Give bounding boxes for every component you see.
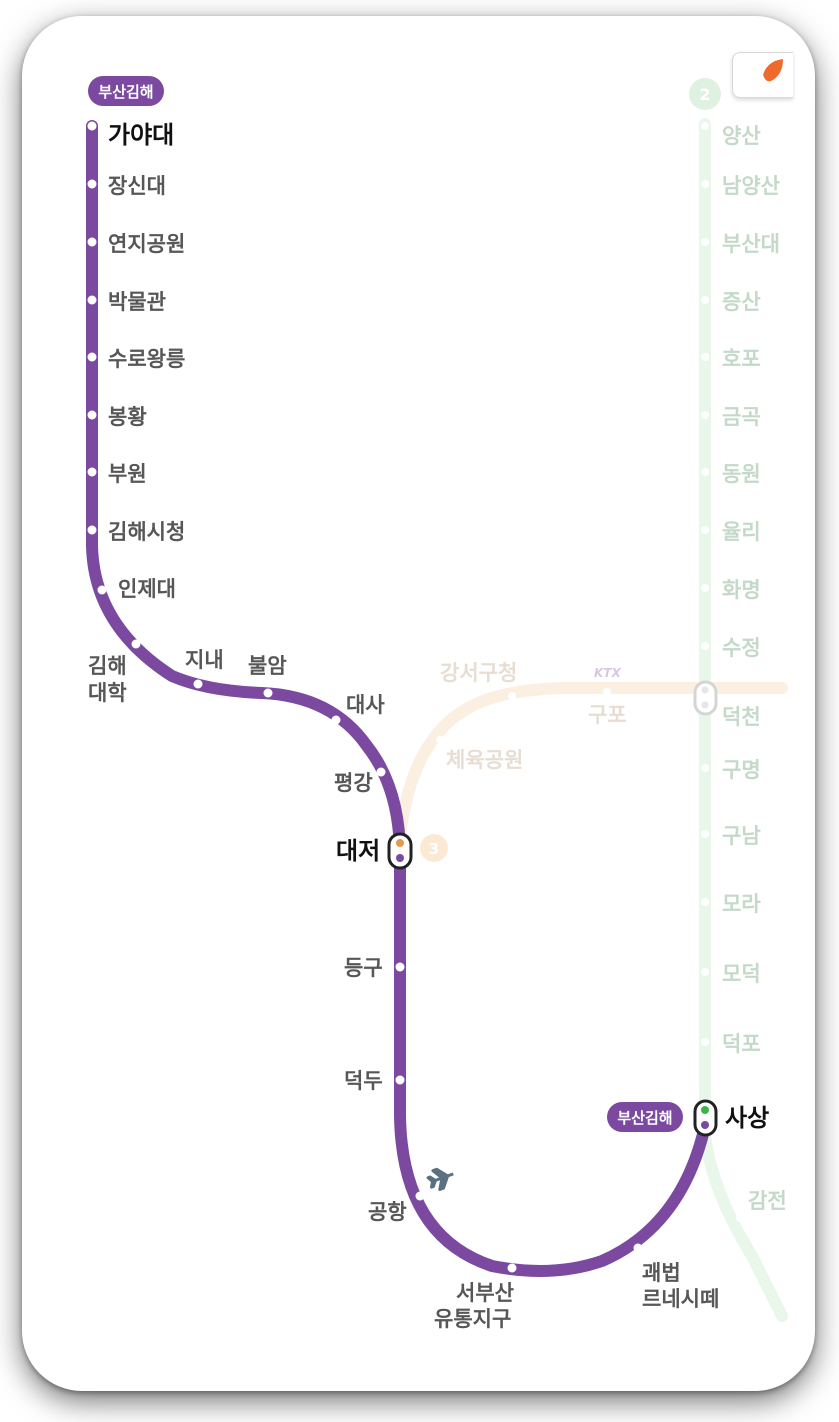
svg-text:3: 3 <box>429 840 439 858</box>
station-dot <box>395 962 405 972</box>
station-label[interactable]: 남양산 <box>722 174 780 198</box>
station-label[interactable]: 김해 <box>88 654 127 678</box>
station-label[interactable]: 양산 <box>722 124 761 148</box>
station-label[interactable]: 호포 <box>722 347 761 371</box>
station-label[interactable]: 강서구청 <box>440 661 517 685</box>
station-dot <box>87 121 97 131</box>
station-dot <box>193 679 203 689</box>
station-label[interactable]: 체육공원 <box>446 748 523 772</box>
station-dot <box>87 410 97 420</box>
airplane-icon <box>426 1167 454 1191</box>
station-label[interactable]: 괘법 <box>642 1261 681 1285</box>
station-label[interactable]: 사상 <box>725 1104 769 1132</box>
line-2-badge: 2 <box>689 78 721 110</box>
station-label[interactable]: 부원 <box>108 462 147 486</box>
station-label[interactable]: 금곡 <box>722 405 761 429</box>
station-label[interactable]: 율리 <box>722 520 761 544</box>
map-card: 부산김해 2 3 <box>22 16 815 1391</box>
station-dot <box>395 1075 405 1085</box>
corner-button[interactable] <box>732 52 793 98</box>
station-label[interactable]: 수정 <box>722 636 761 660</box>
station-label[interactable]: 르네시떼 <box>642 1287 719 1311</box>
station-label[interactable]: 지내 <box>185 648 224 672</box>
transfer-sasang[interactable] <box>693 1099 718 1137</box>
busan-gimhae-line-track <box>86 120 711 1277</box>
station-label[interactable]: 부산대 <box>722 232 780 256</box>
station-label[interactable]: 박물관 <box>108 290 166 314</box>
station-dot <box>331 715 341 725</box>
station-label[interactable]: 등구 <box>344 956 383 980</box>
route-map[interactable]: 부산김해 2 3 <box>22 16 815 1391</box>
station-dot <box>131 639 141 649</box>
station-dot <box>633 1243 643 1253</box>
station-label[interactable]: 덕두 <box>344 1069 383 1093</box>
line-badge-top: 부산김해 <box>88 76 164 106</box>
line-badge-bottom: 부산김해 <box>607 1102 683 1132</box>
station-label[interactable]: 대저 <box>336 837 380 865</box>
station-label[interactable]: 구포 <box>588 703 627 727</box>
station-label[interactable]: 덕포 <box>722 1032 761 1056</box>
station-dot <box>87 179 97 189</box>
station-dot <box>507 1263 517 1273</box>
svg-text:부산김해: 부산김해 <box>617 1109 672 1127</box>
station-label[interactable]: 인제대 <box>118 577 176 601</box>
station-label[interactable]: 김해시청 <box>108 520 185 544</box>
station-label[interactable]: 불암 <box>248 654 287 678</box>
station-label[interactable]: 평강 <box>334 771 373 795</box>
svg-text:부산김해: 부산김해 <box>98 83 153 101</box>
station-dot <box>87 525 97 535</box>
line-3-badge: 3 <box>420 834 448 862</box>
station-label[interactable]: 구명 <box>722 758 761 782</box>
station-label[interactable]: 유통지구 <box>434 1307 511 1331</box>
svg-text:2: 2 <box>699 85 710 104</box>
station-label[interactable]: 모라 <box>722 892 761 916</box>
station-label[interactable]: 연지공원 <box>108 232 185 256</box>
station-label[interactable]: 감전 <box>748 1189 787 1213</box>
station-dot <box>87 295 97 305</box>
station-label[interactable]: 가야대 <box>108 121 174 149</box>
station-label[interactable]: 서부산 <box>456 1281 514 1305</box>
station-label[interactable]: 봉황 <box>108 405 147 429</box>
transfer-daejeo[interactable] <box>387 832 413 870</box>
station-dot <box>376 767 386 777</box>
station-dot <box>415 1191 425 1201</box>
station-label[interactable]: 모덕 <box>722 962 761 986</box>
station-label[interactable]: 구남 <box>722 824 761 848</box>
transfer-deokcheon[interactable] <box>693 680 718 716</box>
station-label[interactable]: 수로왕릉 <box>108 347 185 371</box>
station-label[interactable]: 덕천 <box>722 705 761 729</box>
station-label[interactable]: 증산 <box>722 290 761 314</box>
station-dot <box>263 688 273 698</box>
station-dot <box>87 237 97 247</box>
line-2-dots <box>436 122 744 1222</box>
station-label[interactable]: 대사 <box>346 693 385 717</box>
line-3-track <box>394 682 788 842</box>
station-dots <box>87 121 643 1273</box>
station-label[interactable]: 공항 <box>368 1200 407 1224</box>
station-label[interactable]: 동원 <box>722 462 761 486</box>
station-dot <box>87 352 97 362</box>
station-label[interactable]: 대학 <box>88 681 127 705</box>
station-label[interactable]: 화명 <box>722 578 761 602</box>
station-dot <box>97 585 107 595</box>
station-label[interactable]: 장신대 <box>108 174 166 198</box>
leaf-icon <box>763 59 783 82</box>
station-dot <box>87 467 97 477</box>
ktx-mark: KTX <box>594 666 621 680</box>
